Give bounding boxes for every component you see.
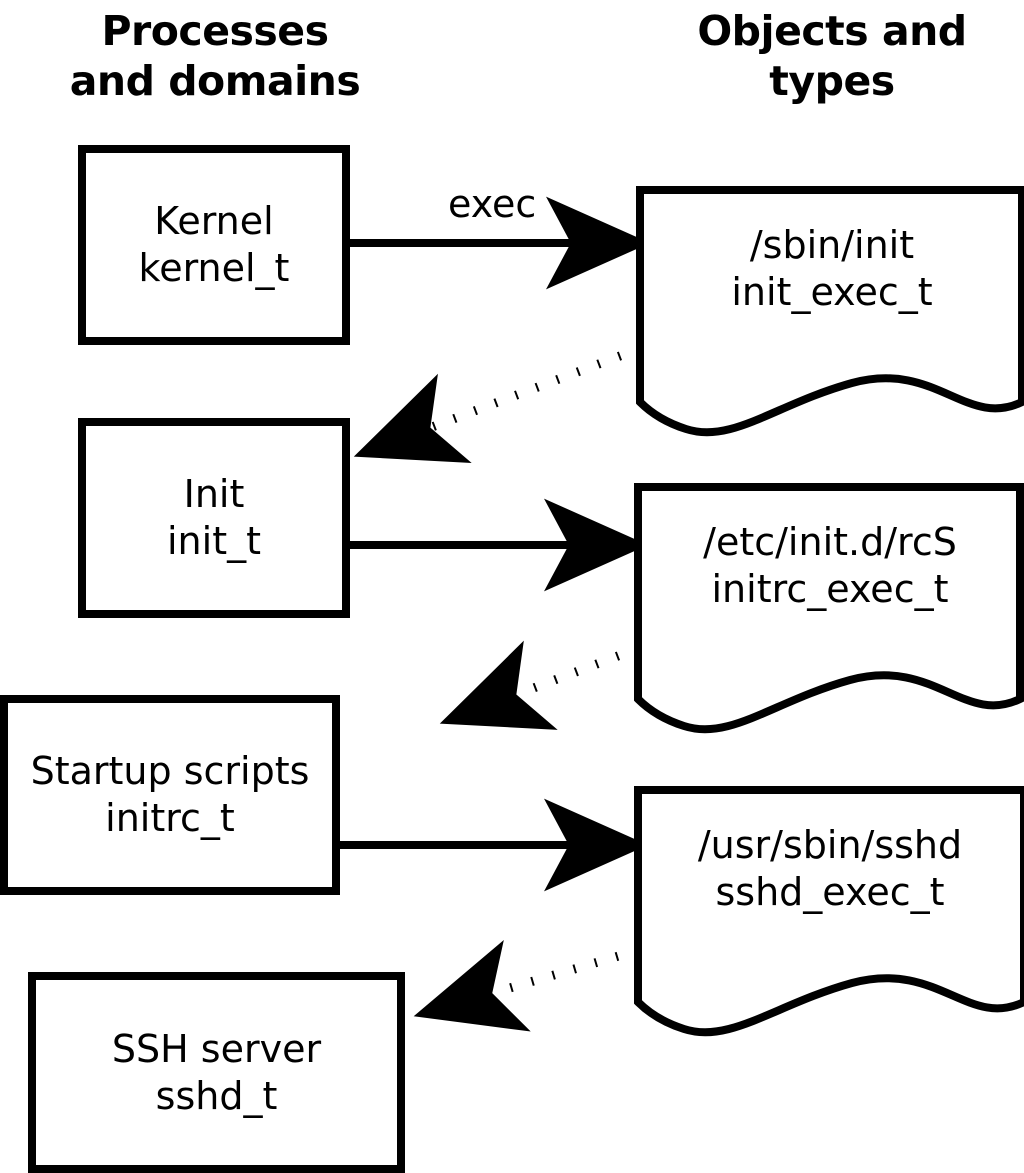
column-header-processes-line2: and domains (69, 57, 361, 105)
object-doc-init-exec[interactable] (636, 186, 1024, 446)
process-box-initrc[interactable]: Startup scripts initrc_t (0, 695, 340, 895)
process-box-init-type: init_t (167, 519, 261, 563)
process-box-initrc-type: initrc_t (105, 796, 235, 840)
object-doc-sshd-exec[interactable] (634, 786, 1024, 1046)
edge-sshdexec-to-sshd (413, 940, 641, 1032)
column-header-objects: Objects and types (640, 6, 1024, 106)
edge-initrcexec-to-initrc (439, 640, 641, 730)
process-box-init[interactable]: Init init_t (78, 418, 350, 618)
object-doc-initrc-exec[interactable] (634, 483, 1024, 743)
process-box-kernel[interactable]: Kernel kernel_t (78, 145, 350, 345)
process-box-kernel-type: kernel_t (138, 246, 290, 290)
process-box-init-name: Init (183, 472, 245, 516)
process-box-initrc-name: Startup scripts (30, 749, 310, 793)
process-box-sshd-type: sshd_t (155, 1073, 278, 1118)
column-header-objects-line1: Objects and (697, 7, 967, 55)
column-header-processes: Processes and domains (30, 6, 400, 106)
edge-initexec-to-init (353, 343, 643, 464)
edge-label-exec: exec (448, 182, 537, 226)
process-box-sshd-name: SSH server (111, 1026, 322, 1071)
column-header-objects-line2: types (769, 57, 895, 105)
column-header-processes-line1: Processes (101, 7, 329, 55)
process-box-kernel-name: Kernel (154, 199, 274, 243)
process-box-sshd[interactable]: SSH server sshd_t (28, 972, 405, 1173)
